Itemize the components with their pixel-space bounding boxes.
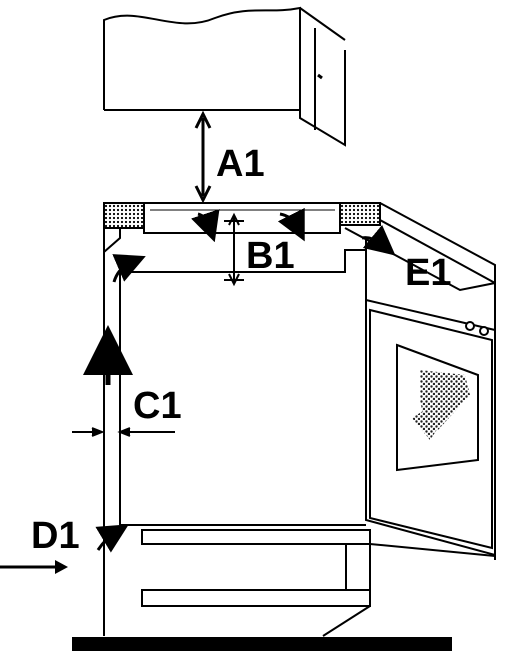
label-c1: C1 — [133, 385, 182, 427]
dimension-a1 — [194, 110, 212, 204]
knob-icon — [479, 326, 489, 336]
knob-icon — [465, 321, 475, 331]
plinth — [120, 524, 496, 637]
dimension-c1 — [72, 427, 175, 437]
label-a1: A1 — [216, 143, 265, 185]
label-d1: D1 — [31, 515, 80, 557]
oven-window-icon — [396, 343, 479, 472]
label-e1: E1 — [405, 252, 451, 294]
airflow-arrow-icon — [0, 224, 396, 574]
hob — [143, 202, 341, 243]
floor — [72, 637, 452, 651]
oven — [365, 240, 496, 557]
worktop — [103, 202, 496, 292]
label-b1: B1 — [246, 235, 295, 277]
wall-cabinet — [103, 6, 346, 147]
